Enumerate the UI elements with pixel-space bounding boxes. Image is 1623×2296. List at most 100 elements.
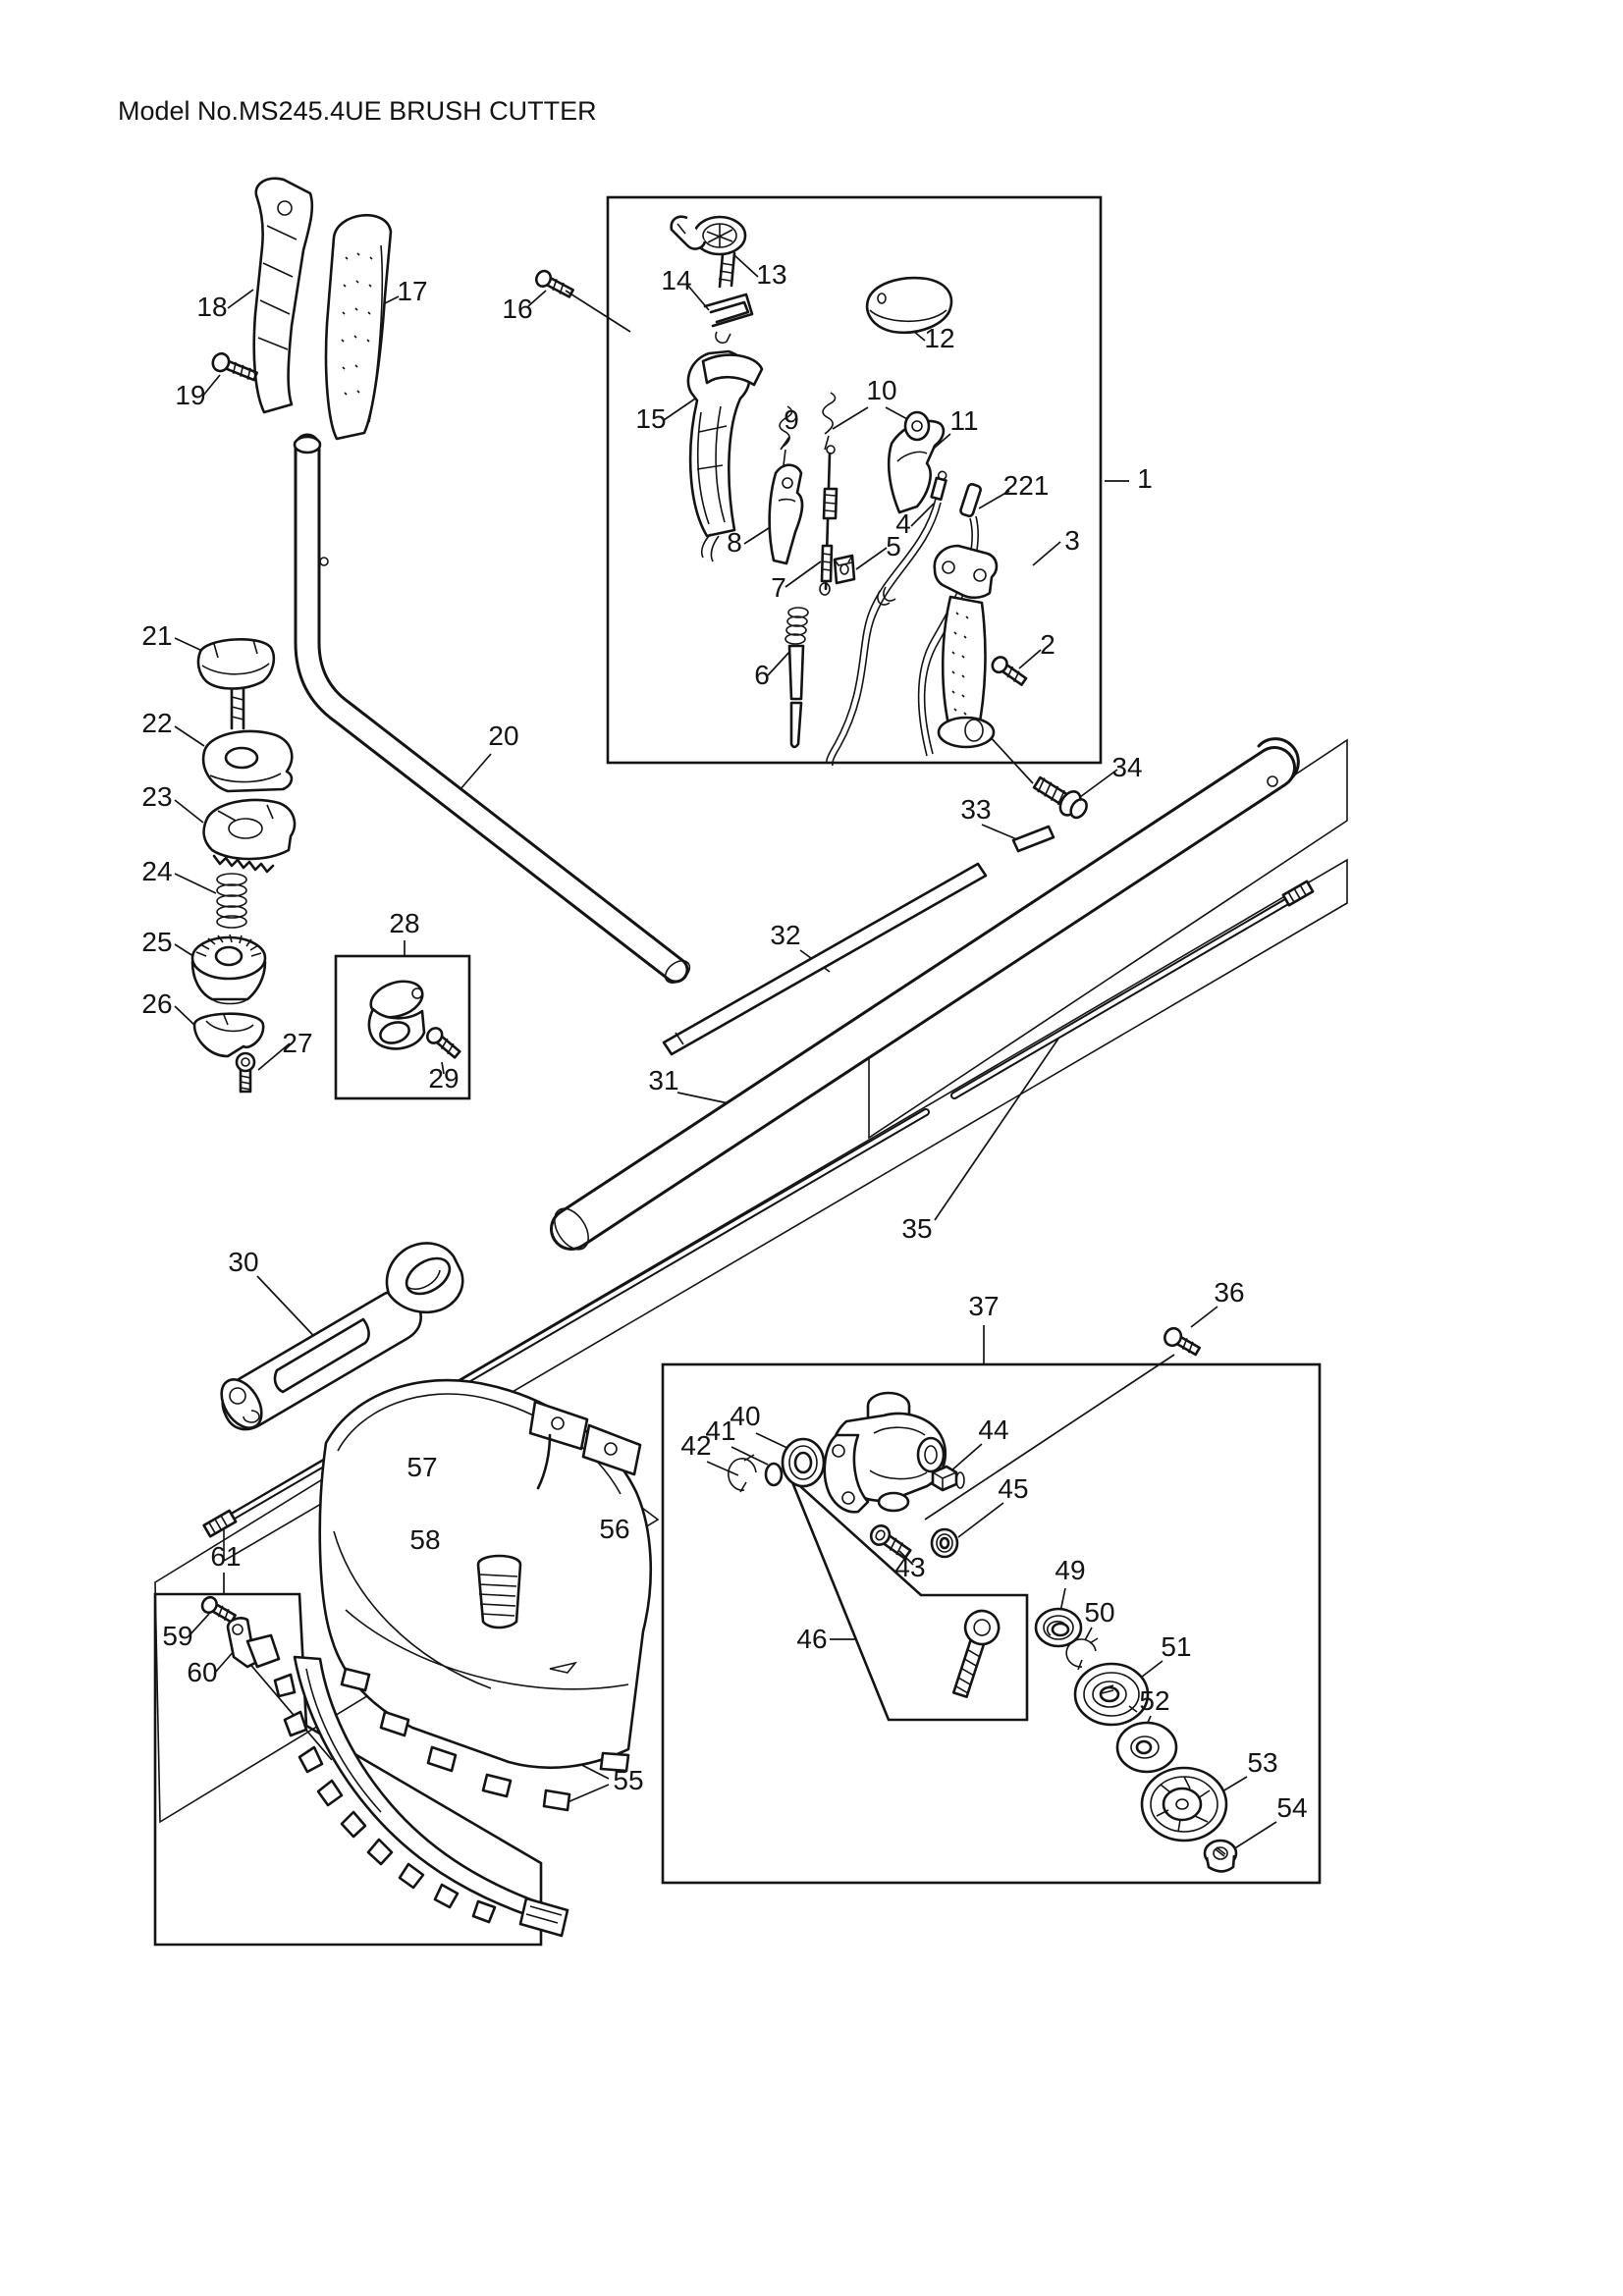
- part-5-block: [833, 554, 856, 585]
- callout-10: 10: [866, 375, 896, 405]
- callout-19: 19: [175, 380, 205, 410]
- callout-17: 17: [397, 276, 427, 306]
- callout-16: 16: [502, 294, 532, 324]
- part-32-guide-strip: [662, 862, 988, 1056]
- bolt-46: [951, 1609, 1001, 1698]
- callout-61: 61: [210, 1541, 241, 1572]
- bolt-44: [931, 1465, 965, 1492]
- callout-29: 29: [428, 1063, 459, 1094]
- callout-31: 31: [648, 1065, 678, 1095]
- callout-54: 54: [1276, 1792, 1307, 1823]
- callout-58: 58: [409, 1524, 440, 1555]
- part-53-spool: [1140, 1766, 1228, 1842]
- part-49-washer: [1034, 1607, 1083, 1648]
- pipe-group-outline: [868, 738, 1348, 1140]
- part-8-lever: [768, 463, 804, 565]
- callout-59: 59: [162, 1621, 192, 1651]
- callout-57: 57: [406, 1452, 437, 1482]
- callout-4: 4: [895, 508, 911, 539]
- part-45-washer: [930, 1527, 959, 1559]
- callout-49: 49: [1055, 1555, 1085, 1585]
- screw-59: [200, 1595, 237, 1624]
- callout-56: 56: [599, 1514, 629, 1544]
- clamp-28-box: [334, 954, 471, 1100]
- part-4-throttle-cable: [826, 470, 947, 767]
- callout-32: 32: [770, 920, 800, 950]
- callout-46: 46: [796, 1624, 827, 1654]
- callout-60: 60: [187, 1657, 217, 1687]
- callout-23: 23: [141, 781, 172, 812]
- part-37-gearcase: [823, 1391, 947, 1514]
- guard-strip-box: [153, 1592, 543, 1947]
- part-25-clamp-upper: [190, 934, 267, 1005]
- callout-41: 41: [705, 1415, 735, 1446]
- callout-45: 45: [998, 1473, 1028, 1504]
- callout-34: 34: [1111, 752, 1142, 782]
- callout-51: 51: [1161, 1631, 1191, 1662]
- part-7-inner-cable: [819, 445, 839, 596]
- part-6-adjuster-boot: [784, 607, 809, 749]
- shaft-group-outline: [223, 858, 1348, 1563]
- part-20-handlebar-tube: [293, 433, 691, 984]
- callout-labels: 1 2 3 4 5 6 7 8 9 10 11 12 13 14 15 16 1…: [141, 259, 1307, 1823]
- screw-16: [534, 269, 574, 298]
- callout-1: 1: [1137, 463, 1153, 494]
- callout-7: 7: [771, 572, 786, 603]
- screw-27: [235, 1051, 256, 1094]
- part-18-grip-half: [252, 177, 314, 414]
- callout-5: 5: [886, 531, 901, 561]
- callout-3: 3: [1064, 525, 1080, 556]
- callout-44: 44: [978, 1415, 1008, 1445]
- callout-27: 27: [282, 1028, 312, 1058]
- part-51-clamp-washer: [1073, 1662, 1150, 1727]
- part-3-hanger: [933, 544, 999, 749]
- callout-221: 221: [1003, 470, 1050, 501]
- screw-19: [211, 351, 258, 382]
- callout-25: 25: [141, 927, 172, 957]
- callout-37: 37: [968, 1291, 999, 1321]
- part-42-snap-ring: [728, 1454, 757, 1493]
- callout-26: 26: [141, 988, 172, 1019]
- part-41-washer: [764, 1462, 784, 1487]
- part-31-shaft-pipe: [550, 737, 1300, 1251]
- part-61-blade-strip: [273, 1655, 569, 1938]
- screw-43: [869, 1523, 912, 1560]
- callout-14: 14: [661, 265, 691, 295]
- callout-8: 8: [727, 527, 742, 558]
- part-55-guard: [318, 1378, 653, 1812]
- callout-43: 43: [894, 1552, 925, 1582]
- part-50-snap-ring: [1065, 1637, 1099, 1671]
- part-21-knob: [196, 638, 276, 730]
- callout-28: 28: [389, 908, 419, 938]
- callout-33: 33: [960, 794, 991, 825]
- part-9-spring: [779, 405, 793, 466]
- callout-50: 50: [1084, 1597, 1114, 1628]
- callout-2: 2: [1040, 629, 1055, 660]
- part-10-spring: [822, 392, 837, 451]
- screw-34: [1032, 775, 1088, 820]
- callout-36: 36: [1214, 1277, 1244, 1308]
- callout-13: 13: [756, 259, 786, 290]
- screw-36: [1163, 1326, 1202, 1357]
- callout-15: 15: [635, 403, 666, 434]
- gearcase-assembly-box: [661, 1362, 1322, 1885]
- callout-35: 35: [901, 1213, 932, 1244]
- part-28-holder: [367, 980, 426, 1050]
- part-26-clamp-lower: [192, 1012, 265, 1058]
- part-60-cutter-bracket: [226, 1617, 281, 1669]
- part-17-grip: [324, 213, 393, 441]
- callout-24: 24: [141, 856, 172, 886]
- part-33-plate: [1011, 825, 1055, 853]
- callout-12: 12: [924, 323, 954, 353]
- callout-6: 6: [754, 660, 770, 690]
- part-14-bracket-rod: [703, 293, 754, 345]
- callout-9: 9: [784, 404, 799, 435]
- bolt-46-box: [788, 1476, 1029, 1722]
- part-40-bearing: [781, 1437, 826, 1488]
- part-54-nut: [1203, 1839, 1238, 1873]
- callout-30: 30: [228, 1247, 258, 1277]
- part-11-trigger: [887, 410, 946, 514]
- part-22-cap: [201, 729, 294, 793]
